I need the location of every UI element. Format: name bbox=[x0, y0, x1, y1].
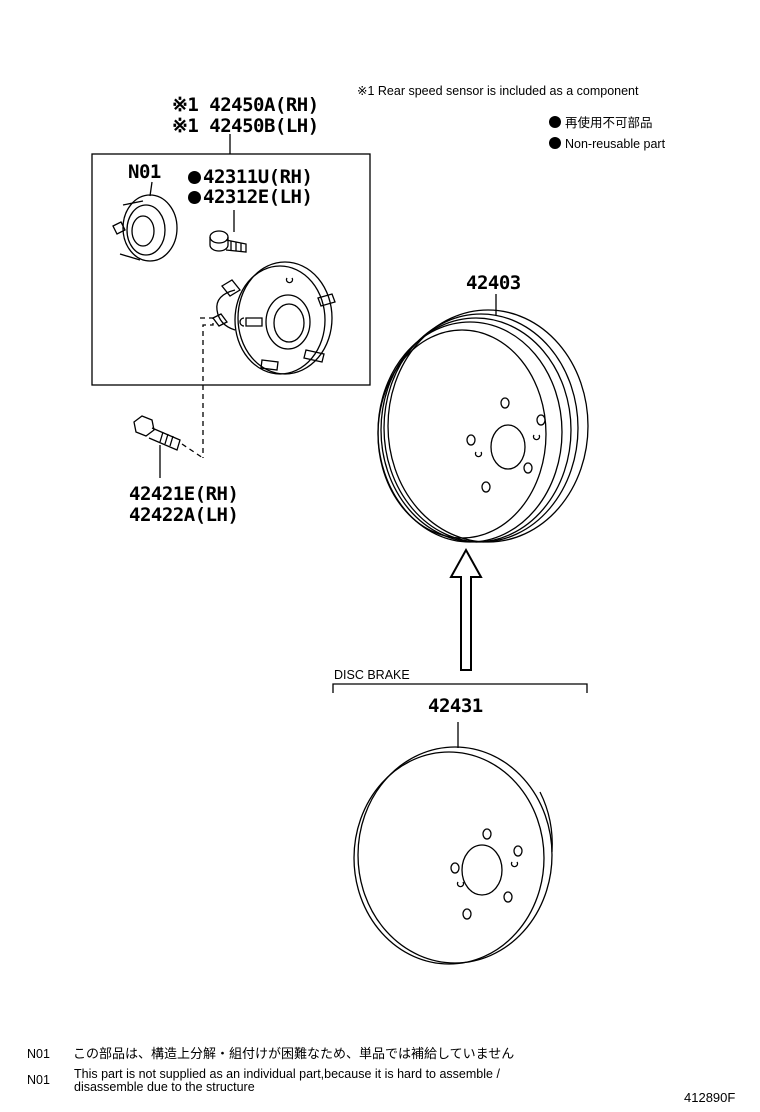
hub-bolt-leader bbox=[200, 317, 214, 458]
hub-bearing-drawing bbox=[212, 261, 336, 375]
non-reusable-jp-legend: 再使用不可部品 bbox=[549, 116, 653, 130]
part-label-drum[interactable]: 42403 bbox=[466, 272, 521, 294]
brake-disc-drawing bbox=[353, 722, 553, 965]
non-reusable-dot-icon bbox=[549, 116, 561, 128]
non-reusable-en-legend: Non-reusable part bbox=[549, 137, 665, 151]
part-label-n01[interactable]: N01 bbox=[128, 161, 161, 183]
footnote-code: N01 bbox=[27, 1047, 50, 1061]
footnote-code: N01 bbox=[27, 1073, 50, 1087]
part-label-bolt-lh[interactable]: 42312E(LH) bbox=[188, 187, 313, 207]
part-label-disc[interactable]: 42431 bbox=[428, 695, 483, 717]
part-label-hubbolt-lh[interactable]: 42422A(LH) bbox=[129, 504, 239, 526]
part-label-hub-lh[interactable]: ※1 42450B(LH) bbox=[172, 115, 319, 137]
disc-brake-group-label: DISC BRAKE bbox=[334, 668, 410, 682]
non-reusable-dot-icon bbox=[188, 171, 201, 184]
part-label-hubbolt-rh[interactable]: 42421E(RH) bbox=[129, 483, 239, 505]
brake-drum-drawing bbox=[377, 294, 589, 543]
upward-arrow bbox=[449, 547, 483, 671]
hub-assembly-box bbox=[91, 153, 371, 386]
part-label-bolt-rh[interactable]: 42311U(RH) bbox=[188, 167, 313, 187]
footnote-text-en-line2: disassemble due to the structure bbox=[74, 1080, 255, 1094]
figure-id: 412890F bbox=[684, 1090, 736, 1105]
bearing-n01-drawing bbox=[112, 181, 178, 262]
footnote-text-en-line1: This part is not supplied as an individu… bbox=[74, 1067, 500, 1081]
footnote-text-jp: この部品は、構造上分解・組付けが困難なため、単品では補給していません bbox=[73, 1046, 515, 1061]
part-label-hub-rh[interactable]: ※1 42450A(RH) bbox=[172, 94, 319, 116]
sensor-bolt-drawing bbox=[209, 210, 247, 253]
hub-bolt-drawing bbox=[133, 415, 181, 478]
disc-brake-bracket bbox=[332, 683, 588, 693]
non-reusable-dot-icon bbox=[549, 137, 561, 149]
sensor-note: ※1 Rear speed sensor is included as a co… bbox=[357, 84, 639, 98]
non-reusable-dot-icon bbox=[188, 191, 201, 204]
